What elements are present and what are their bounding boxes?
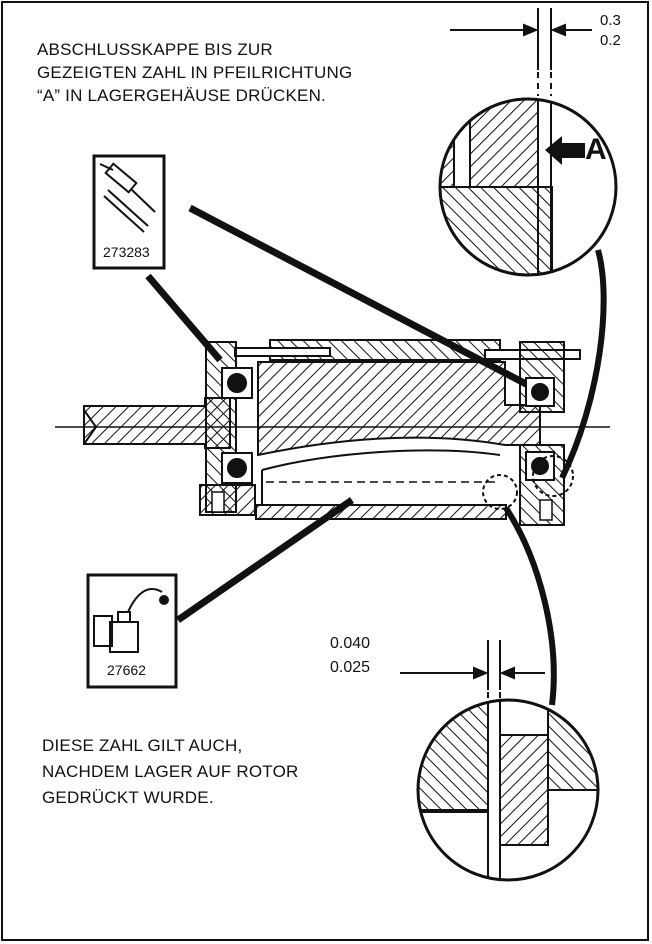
tool-box-oiler [86,573,178,689]
top-note-line-2: GEZEIGTEN ZAHL IN PFEILRICHTUNG [37,63,353,82]
tool-box-injector [92,154,166,270]
bottom-detail-circle [416,698,600,882]
bottom-dimension-values: 0.040 0.025 [330,632,370,680]
bottom-note-line-1: DIESE ZAHL GILT AUCH, [42,736,243,755]
arrow-a-label: A [585,133,607,166]
top-dimension-upper: 0.3 [600,12,621,29]
bottom-dimension-upper: 0.040 [330,635,371,652]
top-dimension-values: 0.3 0.2 [600,11,621,51]
top-instruction-note: ABSCHLUSSKAPPE BIS ZUR GEZEIGTEN ZAHL IN… [37,38,352,107]
grease-gun-icon [99,162,156,233]
bottom-dimension-lower: 0.025 [330,659,371,676]
bottom-instruction-note: DIESE ZAHL GILT AUCH, NACHDEM LAGER AUF … [42,733,299,811]
top-detail-circle [438,97,618,277]
tool-number-injector: 273283 [103,244,150,260]
oil-can-icon [93,588,169,653]
tool-number-oiler: 27662 [107,662,146,678]
top-dimension-lower: 0.2 [600,32,621,49]
motor-cross-section [55,339,610,526]
bottom-note-line-3: GEDRÜCKT WURDE. [42,788,214,807]
top-dimension-marker [450,8,592,96]
bottom-note-line-2: NACHDEM LAGER AUF ROTOR [42,762,299,781]
top-note-line-1: ABSCHLUSSKAPPE BIS ZUR [37,40,273,59]
top-note-line-3: “A” IN LAGERGEHÄUSE DRÜCKEN. [37,86,326,105]
